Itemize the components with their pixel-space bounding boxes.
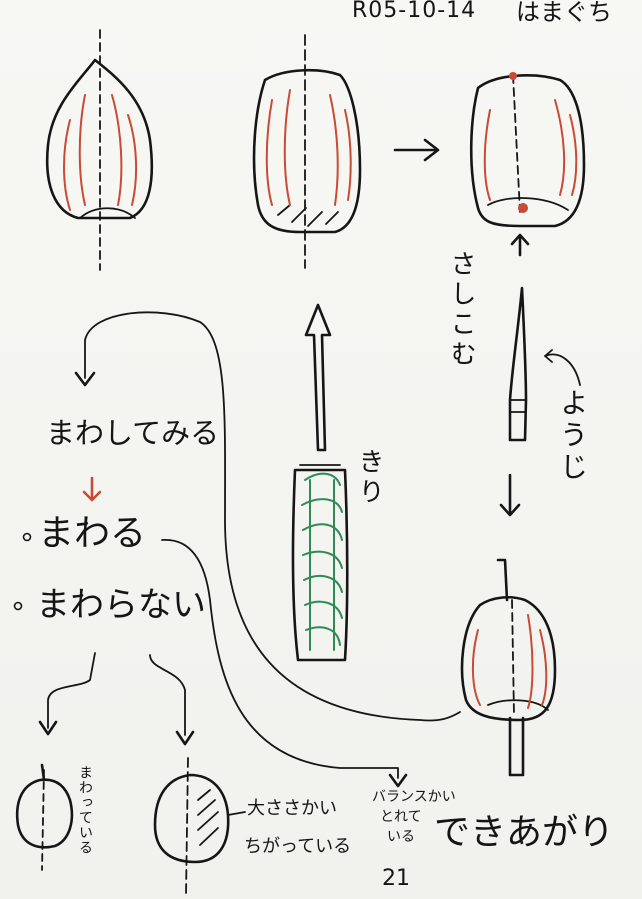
label-dekiagari: できあがり (434, 812, 615, 853)
label-balance-line1: バランスかい (372, 789, 456, 805)
label-balance-line3: いる (387, 829, 415, 845)
bullet-mawaranai (13, 601, 23, 611)
label-ookisa-line1: 大ささかい (247, 798, 337, 819)
round-acorn-left-drawing (15, 763, 74, 871)
label-ookisa-line2: ちがっている (244, 836, 352, 857)
header-date: R05-10-14 (352, 0, 477, 23)
label-mawashitemiru: まわしてみる (46, 416, 220, 450)
finished-top-drawing (460, 558, 557, 777)
hook-arrow-icon (74, 371, 96, 387)
arrow-down-icon (499, 473, 521, 517)
red-arrow-down-icon (82, 476, 102, 502)
acorn-pointed-drawing (45, 29, 154, 271)
flow-line-to-balance (84, 311, 461, 722)
arrow-down-left-icon (38, 720, 58, 736)
bullet-mawaru (22, 532, 32, 542)
label-mawaranai: まわらない (36, 585, 206, 625)
arrow-up-icon (510, 233, 530, 257)
label-mawaru: まわる (38, 513, 147, 554)
page-number: 21 (382, 866, 410, 891)
flow-line-left (47, 652, 96, 729)
label-mawatteiru: まわっている (77, 765, 93, 855)
arrow-to-balance-icon (388, 773, 408, 788)
acorn-marked-drawing (469, 72, 586, 228)
awl-drawing (291, 303, 349, 662)
arrow-down-right-icon (175, 730, 195, 746)
label-kiri: きり (354, 448, 384, 508)
label-youji: ようじ (556, 388, 589, 484)
header-name: はまぐち (516, 0, 612, 26)
flow-line-right (149, 654, 186, 736)
arrow-to-toothpick-icon (544, 349, 581, 386)
round-acorn-right-drawing (153, 757, 246, 896)
arrow-right-icon (393, 138, 440, 162)
label-balance-line2: とれて (380, 809, 422, 825)
label-sashikomu: さしこむ (446, 250, 476, 370)
toothpick-drawing (508, 286, 528, 442)
acorn-flat-drawing (252, 34, 362, 269)
flow-line-mawaru (161, 539, 399, 779)
